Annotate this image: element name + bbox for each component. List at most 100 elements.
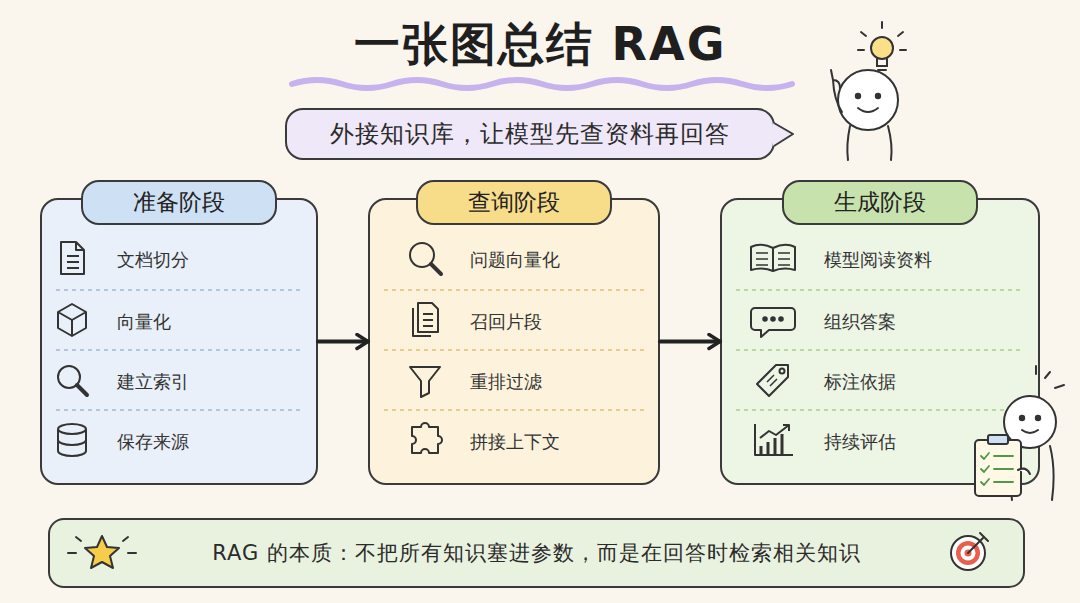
pages-icon-part	[423, 314, 433, 326]
stage-heading: 准备阶段	[81, 180, 277, 225]
stage-panel: 准备阶段文档切分向量化建立索引保存来源	[40, 198, 318, 485]
bubble-tail-part	[773, 123, 793, 146]
chat-icon-part	[771, 317, 775, 321]
chart-icon-part	[761, 434, 782, 455]
tag-icon-part	[767, 375, 777, 386]
document-icon-part	[61, 242, 84, 274]
funnel-icon	[410, 367, 440, 397]
lightbulb-figure-part	[858, 108, 878, 112]
clipboard-figure-part	[1018, 469, 1030, 474]
row-separators-part	[384, 290, 646, 410]
lightbulb-figure-part	[876, 94, 880, 98]
document-icon	[61, 242, 84, 274]
tag-icon-part	[780, 369, 785, 374]
step-item: 模型阅读资料	[824, 247, 932, 273]
flow-arrow	[660, 340, 720, 344]
step-item: 文档切分	[117, 247, 189, 273]
bubble-tail	[773, 123, 793, 146]
row-separators	[56, 290, 1024, 410]
summary-band: RAG 的本质：不把所有知识塞进参数，而是在回答时检索相关知识	[48, 518, 1025, 588]
bubble-tail-part	[774, 123, 793, 146]
pages-icon-part	[418, 303, 438, 332]
database-icon	[58, 424, 86, 456]
star-icon-part	[85, 536, 119, 568]
target-icon-part	[951, 536, 985, 570]
lightbulb-figure-part	[831, 70, 842, 112]
funnel-icon-part	[410, 367, 440, 397]
clipboard-figure-part	[1036, 416, 1040, 420]
document-icon-part	[67, 256, 79, 268]
summary-text: RAG 的本质：不把所有知识塞进参数，而是在回答时检索相关知识	[212, 539, 861, 567]
step-item: 持续评估	[824, 429, 896, 455]
stage-panel: 生成阶段模型阅读资料组织答案标注依据持续评估	[720, 198, 1040, 485]
chart-icon	[755, 424, 793, 455]
chat-icon-part	[779, 317, 783, 321]
pages-icon-part	[413, 308, 431, 336]
row-separators-part	[736, 290, 1024, 410]
star-icon-part	[68, 537, 136, 553]
step-item: 组织答案	[824, 309, 896, 335]
clipboard-figure-part	[981, 453, 1013, 485]
magnifier-icon	[410, 243, 441, 274]
magnifier-icon-part	[77, 385, 87, 395]
star-icon	[68, 536, 136, 568]
row-separators-part	[56, 290, 304, 410]
magnifier-icon-part	[410, 243, 434, 267]
clipboard-figure-part	[1004, 396, 1056, 448]
clipboard-figure-part	[988, 435, 1008, 444]
book-icon	[751, 245, 795, 271]
lightbulb-figure-part	[838, 70, 898, 130]
cube-icon-part	[58, 304, 86, 336]
speech-bubble: 外接知识库，让模型先查资料再回答	[285, 108, 775, 160]
tag-icon-part	[757, 365, 788, 396]
puzzle-icon-part	[412, 423, 442, 453]
lightbulb-figure	[831, 22, 906, 160]
magnifier-icon	[58, 366, 87, 395]
target-icon-part	[965, 550, 972, 557]
title-underline	[292, 80, 792, 88]
step-item: 保存来源	[117, 429, 189, 455]
step-item: 向量化	[117, 309, 171, 335]
chart-icon-part	[760, 425, 789, 438]
book-icon-part	[756, 253, 790, 265]
lightbulb-figure-part	[858, 22, 906, 50]
magnifier-icon-part	[58, 366, 80, 388]
step-item: 标注依据	[824, 369, 896, 395]
stage-heading: 查询阶段	[416, 180, 612, 225]
chart-icon-part	[755, 424, 793, 455]
step-item: 拼接上下文	[470, 429, 560, 455]
stage-heading: 生成阶段	[782, 180, 978, 225]
clipboard-figure-part	[1010, 446, 1054, 500]
step-item: 重排过滤	[470, 369, 542, 395]
clipboard-figure-part	[975, 440, 1021, 496]
step-item: 召回片段	[470, 309, 542, 335]
database-icon-part	[58, 429, 86, 456]
diagram-title: 一张图总结 RAG	[0, 14, 1080, 76]
chat-icon	[751, 308, 795, 337]
lightbulb-figure-part	[847, 126, 891, 160]
chat-icon-part	[763, 317, 767, 321]
database-icon-part	[58, 424, 86, 434]
clipboard-figure-part	[1036, 366, 1064, 388]
book-icon-part	[751, 245, 795, 271]
step-item: 建立索引	[117, 369, 189, 395]
lightbulb-figure-part	[877, 59, 887, 70]
chat-icon-part	[751, 308, 795, 337]
cube-icon	[58, 304, 86, 336]
lightbulb-figure-part	[856, 94, 860, 98]
title-underline-part	[292, 80, 792, 88]
magnifier-icon-part	[431, 264, 441, 274]
clipboard-figure-part	[1022, 430, 1038, 433]
target-icon	[951, 533, 988, 570]
bubble-text: 外接知识库，让模型先查资料再回答	[330, 118, 730, 150]
stage-panel: 查询阶段问题向量化召回片段重排过滤拼接上下文	[368, 198, 660, 485]
tag-icon	[757, 365, 788, 396]
clipboard-figure-part	[1020, 416, 1024, 420]
flow-arrow	[318, 340, 368, 344]
target-icon-part	[968, 533, 988, 553]
target-icon-part	[961, 546, 976, 561]
step-item: 问题向量化	[470, 247, 560, 273]
pages-icon	[413, 303, 438, 336]
lightbulb-figure-part	[871, 37, 893, 59]
